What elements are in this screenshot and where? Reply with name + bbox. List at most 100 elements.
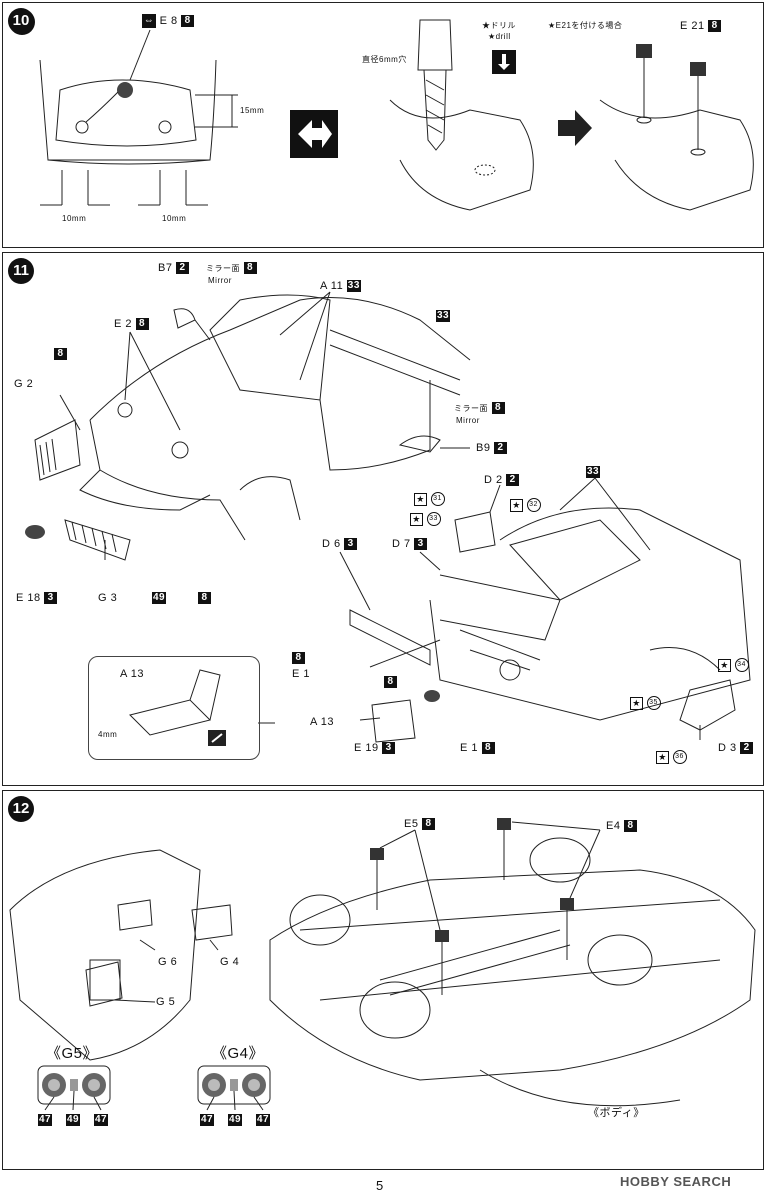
paint-number-b7: 2 (176, 262, 190, 275)
dimension-15mm: 15mm (240, 106, 265, 115)
paint-number-d7: 3 (414, 538, 428, 551)
g3-label: G 3 (98, 592, 118, 604)
paint-number-e19: 3 (382, 742, 396, 755)
e2-label: E 2 8 (114, 318, 149, 331)
a13-inset-label: A 13 (120, 668, 145, 680)
star-icon: ★ (510, 498, 523, 512)
e18-label: E 18 3 (16, 592, 58, 605)
leader-lines-step12 (114, 939, 219, 1003)
b7-label: B7 2 (158, 262, 190, 275)
step-12-panel (2, 790, 764, 1170)
mirror-b7-drawing (173, 308, 211, 341)
g5-label: G 5 (156, 996, 176, 1008)
step-number-11: 11 (8, 258, 34, 284)
g4-lens-diagram (197, 1065, 271, 1105)
e5-label: E5 8 (404, 818, 436, 831)
e18-part (25, 525, 45, 539)
d7-label: D 7 3 (392, 538, 428, 551)
paint-number-b9: 2 (494, 442, 508, 455)
e21-note: ★E21を付ける場合 (548, 21, 623, 30)
dimension-4mm: 4mm (98, 730, 118, 739)
paint-number-e4: 8 (624, 820, 638, 833)
star-35-label: ★ 35 (630, 696, 661, 710)
g3-light-part (64, 519, 131, 561)
a13-plate-part (371, 699, 416, 743)
drill-note: ★ドリル (482, 21, 516, 30)
paint-number-e1-bottom: 8 (481, 742, 495, 755)
paint-8-bumper: 8 (198, 592, 211, 605)
star-36-label: ★ 36 (656, 750, 687, 764)
body-label: 《ボディ》 (588, 1107, 645, 1119)
a13-detail-inset (88, 656, 260, 760)
e8-label: ⇔ E 8 8 (142, 14, 195, 28)
mirror-face-label-1: ミラー面 8 (206, 262, 257, 275)
a13-label: A 13 (310, 716, 335, 728)
paint-number-e8: 8 (181, 15, 195, 27)
step-10-panel: 10 (2, 2, 764, 248)
g5-paint-left: 47 (38, 1114, 53, 1127)
mirror-en-label-2: Mirror (456, 416, 480, 425)
d3-label: D 3 2 (718, 742, 754, 755)
paint-number-e5: 8 (422, 818, 436, 831)
paint-number-d6: 3 (344, 538, 358, 551)
g5-paint-right: 47 (94, 1114, 109, 1127)
paint-number-d3: 2 (740, 742, 754, 755)
g4-title: 《G4》 (212, 1045, 265, 1062)
g5-light-part (85, 961, 123, 1007)
e1-top-label: E 1 (292, 668, 311, 680)
g6-light-part (117, 899, 153, 931)
e21-label: E 21 8 (680, 20, 722, 33)
mirror-face-label-2: ミラー面 8 (454, 402, 505, 415)
e1-top-paint: 8 (292, 652, 305, 665)
d6-wing-part (349, 609, 431, 666)
star-31-label: ★ 31 (414, 492, 445, 506)
left-right-arrow-small-icon: ⇔ (142, 14, 156, 28)
e5-e4-parts (370, 818, 601, 995)
watermark-logo: HOBBY SEARCH (620, 1174, 732, 1189)
step-number-12: 12 (8, 796, 34, 822)
car-rear-drawing (429, 507, 751, 721)
g4-paint-left: 47 (200, 1114, 215, 1127)
g3-paint: 49 (152, 592, 167, 605)
g4-paint-right: 47 (256, 1114, 271, 1127)
paint-8-front: 8 (54, 348, 67, 361)
paint-number-e2: 8 (135, 318, 149, 331)
paint-number-d2: 2 (506, 474, 520, 487)
d3-part (679, 679, 736, 731)
drill-bit-icon (492, 50, 516, 74)
paint-number-a11: 33 (346, 280, 361, 293)
e21-parts-drawing (599, 44, 754, 211)
g5-lens-diagram (37, 1065, 111, 1105)
d6-label: D 6 3 (322, 538, 358, 551)
drill-note-en: ★drill (488, 32, 511, 41)
d2-label: D 2 2 (484, 474, 520, 487)
mirror-b9-drawing (398, 435, 470, 453)
next-step-arrow-icon (558, 110, 592, 146)
star-icon: ★ (718, 658, 731, 672)
hole-size-note: 直径6mm穴 (362, 55, 407, 64)
star-icon: ★ (414, 492, 427, 506)
g5-paint-center: 49 (66, 1114, 81, 1127)
dimension-10mm-left: 10mm (62, 214, 87, 223)
dimension-10mm-right: 10mm (162, 214, 187, 223)
car-underside-drawing (269, 837, 756, 1107)
star-icon: ★ (630, 696, 643, 710)
step-number-10: 10 (8, 8, 34, 34)
e4-label: E4 8 (606, 820, 638, 833)
g5-title: 《G5》 (46, 1045, 99, 1062)
star-icon: ★ (410, 512, 423, 526)
paint-number-mirror-2: 8 (491, 402, 505, 415)
page-number: 5 (376, 1178, 384, 1193)
g6-label: G 6 (158, 956, 178, 968)
paint-33-door: 33 (436, 310, 451, 323)
d2-part (454, 511, 496, 553)
g4-label: G 4 (220, 956, 240, 968)
star-icon: ★ (656, 750, 669, 764)
star-33-label: ★ 33 (410, 512, 441, 526)
step-11-panel (2, 252, 764, 786)
paint-8-e19: 8 (384, 676, 397, 689)
g4-light-part (191, 904, 233, 941)
